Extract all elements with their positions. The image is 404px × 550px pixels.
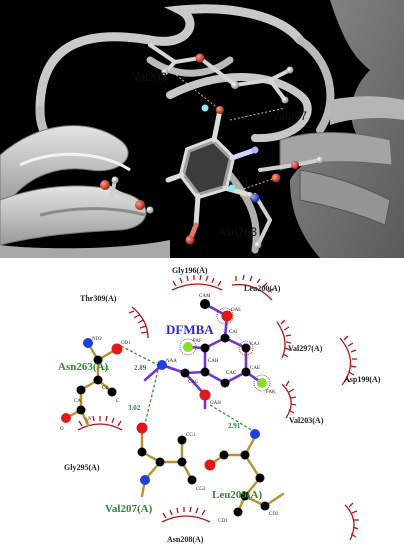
hbond-1 [120, 345, 159, 366]
label-ca: CA [74, 399, 81, 404]
atom-cb-val207 [177, 457, 187, 467]
contact-halos [179, 307, 271, 392]
residue-leu200: Leu200(A) [244, 284, 281, 293]
atom-naa [157, 360, 167, 370]
asn263-label: Asn263 [218, 227, 257, 239]
atom-cg-leu209 [240, 491, 250, 501]
val203-label: Val203 [132, 72, 167, 84]
label-nd2: ND2 [92, 337, 102, 342]
label-cac: CAC [226, 371, 237, 376]
atom-cab [200, 367, 210, 377]
residue-gly196: Gly196(A) [172, 266, 208, 275]
atom-c-leu209 [219, 450, 229, 460]
label-cai: CAI [229, 330, 238, 335]
atom-cai [220, 333, 230, 343]
atom-balls [100, 53, 324, 249]
atom-cac [220, 378, 230, 388]
atom-cb-leu209 [255, 473, 265, 483]
atom-o-asn [61, 413, 71, 423]
atom-c-val207 [137, 447, 147, 457]
atom-cg2-val207 [187, 475, 197, 485]
ligand-name: DFMBA [166, 322, 214, 337]
atom-o-leu209 [204, 459, 216, 471]
label-cg2: CG2 [196, 487, 206, 492]
atom-labels: CAM OAL CAI CAJ FAF CAH CAC CAE NAA CAG … [60, 294, 279, 524]
atom-cag [180, 368, 190, 378]
label-n: N [88, 417, 92, 422]
label-oal: OAL [231, 308, 241, 313]
atom-fak [257, 378, 267, 388]
atom-n-asn [76, 405, 86, 415]
atom-caj [241, 343, 251, 353]
hbond-2 [144, 369, 159, 425]
residue-thr309: Thr309(A) [80, 294, 117, 303]
distance-3: 2.91 [228, 422, 241, 430]
label-cg1: CG1 [186, 433, 196, 438]
label-cah: CAH [208, 359, 219, 364]
label-cae: CAE [250, 366, 260, 371]
atom-o-val207 [136, 422, 148, 434]
residue-val203: Val203(A) [289, 416, 324, 425]
atom-nd2 [83, 338, 93, 348]
residue-leu209: Leu209(A) [212, 489, 262, 501]
label-o: O [60, 427, 64, 432]
residue-val207: Val207(A) [105, 503, 153, 515]
stick-residues [103, 43, 322, 247]
label-cd1: CD1 [218, 519, 228, 524]
residue-val297: Val297(A) [288, 344, 323, 353]
label-cd2: CD2 [269, 512, 279, 517]
atom-cd2-leu209 [260, 501, 270, 511]
label-cb: CB [102, 386, 109, 391]
atom-n-leu209 [250, 429, 260, 439]
atom-od1 [111, 343, 123, 355]
label-fak: FAK [266, 390, 276, 395]
atom-cd1-leu209 [233, 507, 243, 517]
val297-label: Val297 [272, 111, 307, 123]
atoms-2d [61, 299, 270, 517]
interaction-2d-panel: CAM OAL CAI CAJ FAF CAH CAC CAE NAA CAG … [0, 258, 404, 550]
label-naa: NAA [166, 359, 177, 364]
label-faf: FAF [193, 339, 202, 344]
atom-ca-leu209 [240, 450, 250, 460]
distance-1: 2.89 [134, 364, 147, 372]
distance-2: 3.02 [128, 404, 141, 412]
hbond-3 [209, 404, 256, 433]
atom-faf [183, 342, 193, 352]
label-cag: CAG [188, 380, 199, 385]
atom-ca-asn [76, 385, 86, 395]
ligand-3d [165, 107, 258, 243]
atom-cg-asn [93, 355, 103, 365]
atom-ca-val207 [155, 457, 165, 467]
atom-cam [200, 299, 210, 309]
atom-oah [199, 389, 211, 401]
label-cg: CG [102, 367, 109, 372]
residue-gly295: Gly295(A) [64, 463, 100, 472]
label-caj: CAJ [250, 342, 259, 347]
atom-n-val207 [140, 475, 150, 485]
residue-asn263: Asn263(A) [58, 361, 108, 373]
residue-asn208: Asn208(A) [167, 535, 204, 544]
atom-cae [241, 367, 251, 377]
atom-oal [221, 310, 233, 322]
label-od1: OD1 [121, 341, 131, 346]
atom-c-asn [107, 387, 117, 397]
atom-cah [200, 343, 210, 353]
label-oah: OAH [210, 401, 221, 406]
atom-cg1-val207 [177, 435, 187, 445]
residue-asp199: Asp199(A) [344, 375, 381, 384]
hydrophobic-arcs [77, 274, 359, 541]
hbonds-2d [120, 345, 256, 433]
protein-3d-panel: Val203 Val297 Asn263 [0, 0, 404, 258]
label-c: C [116, 399, 120, 404]
hbond-contacts-3d [169, 69, 286, 199]
label-cam: CAM [199, 294, 211, 299]
atom-cb-asn [93, 375, 103, 385]
